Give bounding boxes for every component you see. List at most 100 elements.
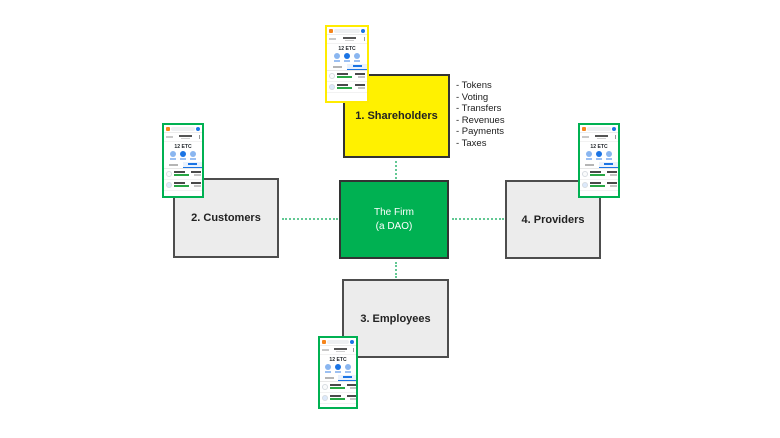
wallet-action-receive bbox=[334, 53, 340, 62]
wallet-browser-bar bbox=[327, 27, 367, 35]
wallet-browser-bar bbox=[580, 125, 618, 133]
wallet-browser-bar bbox=[320, 338, 356, 346]
swap-icon bbox=[606, 151, 612, 157]
address-bar bbox=[587, 126, 611, 131]
wallet-list-row bbox=[164, 169, 202, 180]
wallet-account-row bbox=[327, 35, 367, 44]
wallet-tabs bbox=[164, 161, 202, 169]
feature-item: - Voting bbox=[456, 91, 489, 103]
wallet-mockup-employees: 12 ETC bbox=[318, 336, 358, 409]
account-name-skeleton bbox=[336, 37, 364, 41]
wallet-tab-active bbox=[338, 374, 356, 381]
account-name-skeleton bbox=[173, 135, 199, 139]
receive-icon bbox=[170, 151, 176, 157]
wallet-list-row bbox=[580, 180, 618, 191]
wallet-action-receive bbox=[325, 364, 331, 373]
wallet-action-buttons bbox=[164, 151, 202, 160]
metamask-fox-icon bbox=[166, 126, 170, 131]
wallet-action-send bbox=[180, 151, 186, 160]
wallet-balance: 12 ETC bbox=[329, 357, 347, 363]
connector-customers-firm bbox=[282, 218, 338, 220]
token-icon bbox=[329, 72, 335, 79]
wallet-action-buttons bbox=[327, 53, 367, 62]
feature-item: - Tokens bbox=[456, 80, 492, 91]
wallet-account-row bbox=[580, 133, 618, 142]
wallet-account-row bbox=[320, 346, 356, 355]
swap-icon bbox=[354, 53, 360, 59]
send-icon bbox=[335, 364, 341, 370]
wallet-mockup-providers: 12 ETC bbox=[578, 123, 620, 198]
wallet-balance: 12 ETC bbox=[174, 144, 192, 150]
box-employees: 3. Employees bbox=[342, 279, 449, 358]
wallet-action-swap bbox=[606, 151, 612, 160]
account-name-skeleton bbox=[329, 348, 353, 352]
wallet-account-row bbox=[164, 133, 202, 142]
address-bar bbox=[171, 126, 195, 131]
receive-icon bbox=[325, 364, 331, 370]
back-link-skeleton bbox=[322, 349, 329, 351]
wallet-action-swap bbox=[345, 364, 351, 373]
address-bar bbox=[327, 339, 349, 344]
box-employees-label: 3. Employees bbox=[360, 312, 431, 325]
account-name-skeleton bbox=[589, 135, 615, 139]
box-providers: 4. Providers bbox=[505, 180, 601, 259]
metamask-fox-icon bbox=[329, 28, 333, 33]
wallet-action-buttons bbox=[320, 364, 356, 373]
back-link-skeleton bbox=[582, 136, 589, 138]
wallet-balance: 12 ETC bbox=[590, 144, 608, 150]
wallet-tab-inactive bbox=[327, 64, 347, 70]
receive-icon bbox=[334, 53, 340, 59]
wallet-tabs bbox=[320, 374, 356, 382]
wallet-action-swap bbox=[190, 151, 196, 160]
send-icon bbox=[344, 53, 350, 59]
token-icon bbox=[166, 170, 172, 177]
menu-dots-icon bbox=[614, 135, 616, 139]
shareholder-feature-list: - Tokens - Voting - Transfers - Revenues… bbox=[456, 81, 505, 149]
wallet-list-row bbox=[164, 180, 202, 191]
box-customers-label: 2. Customers bbox=[191, 212, 261, 224]
wallet-action-send bbox=[596, 151, 602, 160]
feature-item: - Taxes bbox=[456, 137, 487, 149]
connector-shareholders-firm bbox=[395, 161, 397, 179]
token-icon bbox=[322, 383, 328, 390]
wallet-tab-inactive bbox=[580, 162, 599, 168]
send-icon bbox=[596, 151, 602, 157]
wallet-tabs bbox=[580, 161, 618, 169]
feature-item: - Revenues bbox=[456, 114, 505, 126]
token-icon bbox=[329, 83, 335, 90]
wallet-action-receive bbox=[586, 151, 592, 160]
box-shareholders: 1. Shareholders bbox=[343, 74, 450, 158]
wallet-action-receive bbox=[170, 151, 176, 160]
connector-firm-employees bbox=[395, 262, 397, 278]
wallet-list-row bbox=[327, 71, 367, 82]
wallet-action-buttons bbox=[580, 151, 618, 160]
wallet-tab-inactive bbox=[320, 375, 338, 381]
wallet-action-send bbox=[344, 53, 350, 62]
wallet-action-send bbox=[335, 364, 341, 373]
box-providers-label: 4. Providers bbox=[521, 213, 585, 226]
wallet-list-row bbox=[580, 169, 618, 180]
network-avatar-icon bbox=[350, 339, 354, 344]
wallet-balance: 12 ETC bbox=[338, 46, 356, 52]
box-the-firm: The Firm (a DAO) bbox=[339, 180, 449, 259]
wallet-tab-active bbox=[599, 161, 618, 168]
firm-label-line2: (a DAO) bbox=[375, 220, 413, 232]
wallet-action-swap bbox=[354, 53, 360, 62]
receive-icon bbox=[586, 151, 592, 157]
wallet-list-row bbox=[320, 382, 356, 393]
network-avatar-icon bbox=[196, 126, 200, 131]
feature-item: - Transfers bbox=[456, 103, 502, 114]
wallet-tabs bbox=[327, 63, 367, 71]
token-icon bbox=[582, 181, 588, 188]
swap-icon bbox=[190, 151, 196, 157]
address-bar bbox=[334, 28, 360, 33]
send-icon bbox=[180, 151, 186, 157]
firm-label-line1: The Firm bbox=[374, 206, 414, 218]
wallet-browser-bar bbox=[164, 125, 202, 133]
wallet-mockup-customers: 12 ETC bbox=[162, 123, 204, 198]
metamask-fox-icon bbox=[582, 126, 586, 131]
wallet-tab-active bbox=[347, 63, 367, 70]
menu-dots-icon bbox=[352, 348, 354, 352]
metamask-fox-icon bbox=[322, 339, 326, 344]
